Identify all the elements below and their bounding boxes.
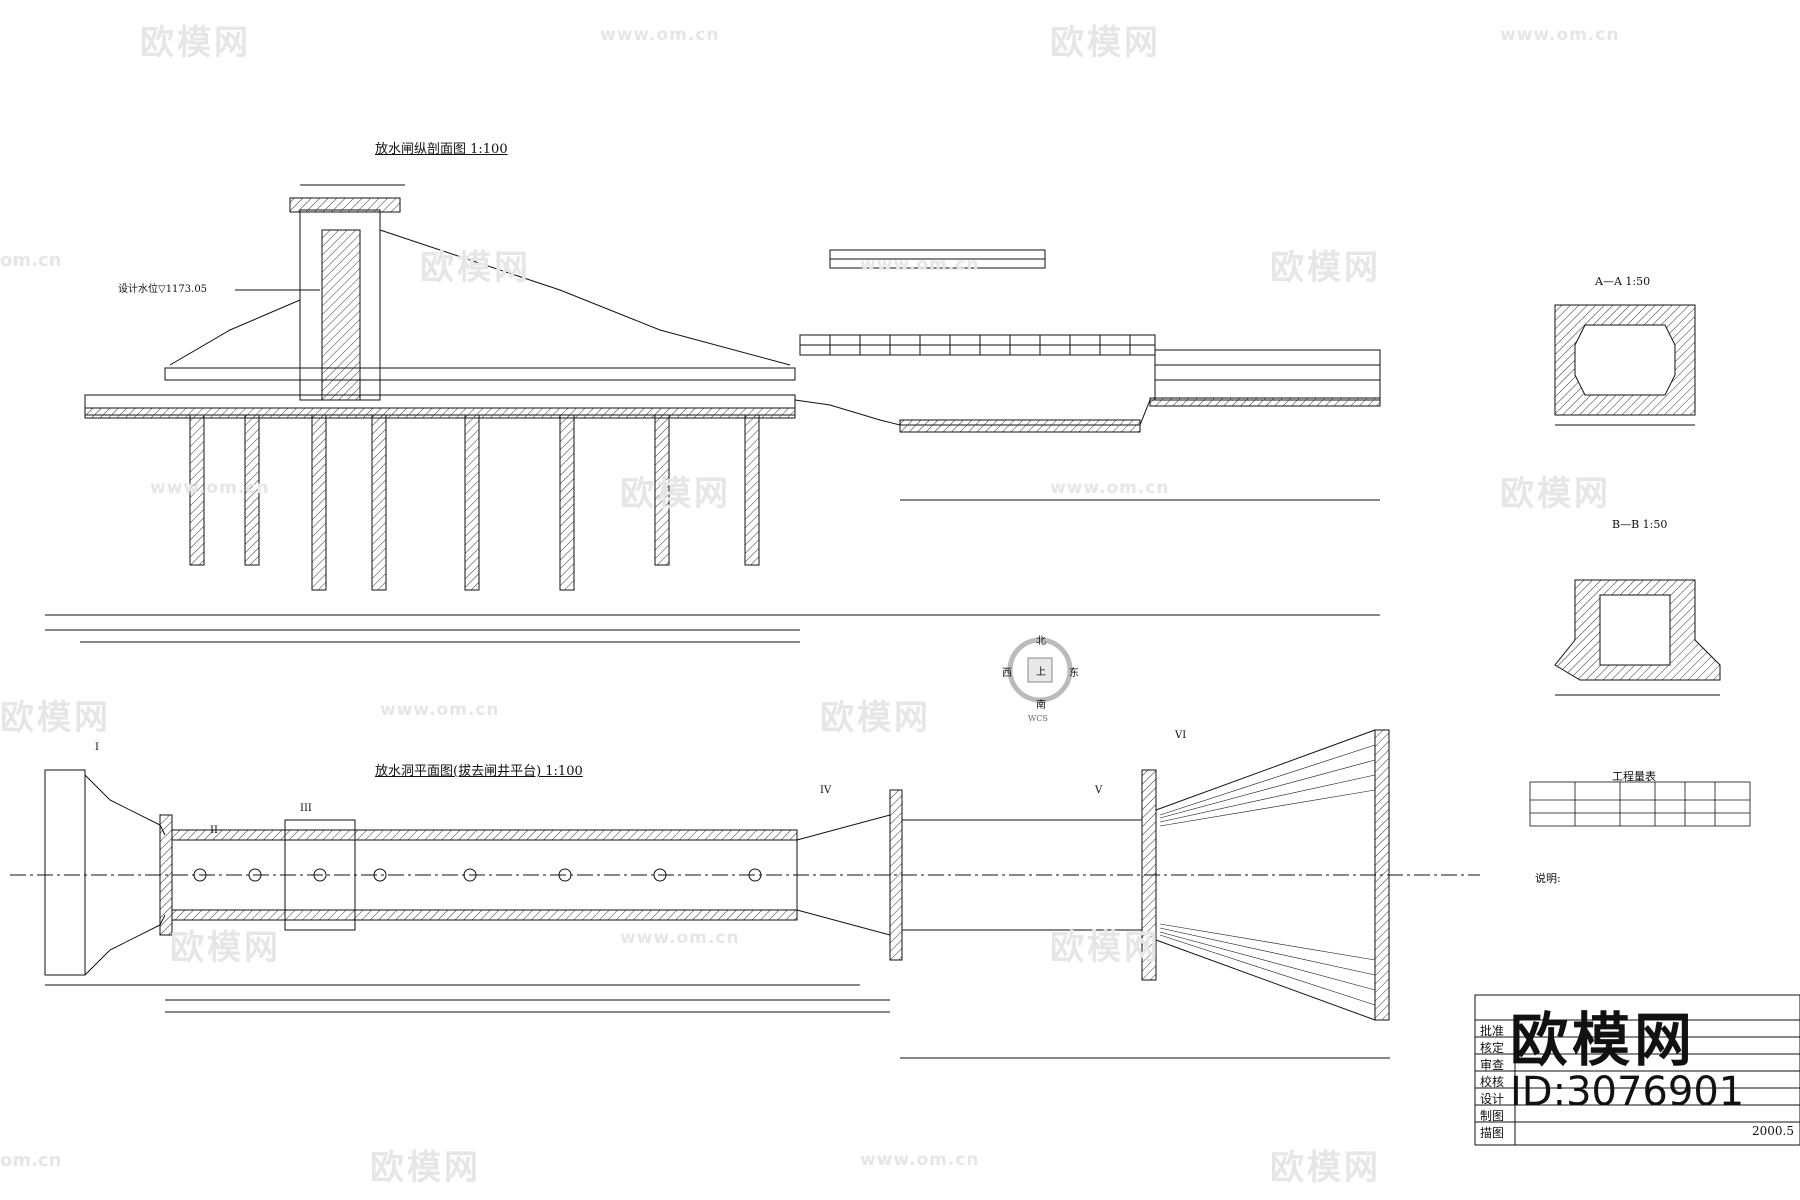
title-block-row: 核定	[1480, 1041, 1505, 1055]
drawing-date: 2000.5	[1752, 1124, 1794, 1138]
piles	[189, 414, 760, 591]
viewcube-face[interactable]: 上	[1036, 667, 1046, 678]
title-block-row: 批准	[1480, 1024, 1505, 1038]
section-bb	[1554, 579, 1721, 696]
title-block-row: 设计	[1480, 1092, 1505, 1106]
compass-north[interactable]: 北	[1036, 636, 1046, 647]
title-block	[1474, 994, 1800, 1146]
wcs-menu[interactable]: WCS	[1028, 714, 1048, 723]
brand-stamp: 欧模网 ID:3076901	[1510, 1010, 1744, 1114]
bridge-railings	[829, 335, 1131, 355]
section-bb-title: B—B 1:50	[1612, 518, 1668, 531]
longitudinal-section	[45, 184, 1381, 643]
longitudinal-section-title: 放水闸纵剖面图 1:100	[375, 142, 508, 157]
gate-shaft	[321, 229, 361, 401]
compass-west[interactable]: 西	[1002, 668, 1012, 679]
compass-icon	[1007, 637, 1073, 703]
compass-east[interactable]: 东	[1069, 668, 1079, 679]
section-aa-title: A—A 1:50	[1595, 275, 1651, 288]
section-marker: II	[210, 825, 218, 836]
section-marker: III	[300, 803, 312, 814]
section-marker: V	[1095, 785, 1103, 796]
section-aa	[1554, 304, 1696, 426]
title-block-row: 描图	[1480, 1126, 1505, 1140]
riprap-lines	[1159, 744, 1376, 1006]
plan-view-title: 放水洞平面图(拔去闸井平台) 1:100	[375, 764, 583, 779]
stamp-brand: 欧模网	[1510, 1006, 1697, 1074]
viewcube-compass[interactable]: 北 南 东 西 上 WCS	[1000, 630, 1080, 723]
section-marker: VI	[1175, 730, 1187, 741]
design-water-level-label: 设计水位▽1173.05	[118, 284, 208, 295]
plan-view	[10, 729, 1480, 1059]
quantities-table	[1529, 781, 1751, 827]
stamp-id: ID:3076901	[1510, 1069, 1745, 1115]
section-marker: I	[95, 742, 99, 753]
title-block-row: 校核	[1480, 1075, 1505, 1089]
title-block-row: 审查	[1480, 1058, 1505, 1072]
title-block-row: 制图	[1480, 1109, 1505, 1123]
pile-circles	[193, 868, 762, 882]
quantities-title: 工程量表	[1612, 770, 1656, 783]
compass-south[interactable]: 南	[1036, 700, 1046, 711]
section-marker: IV	[820, 785, 832, 796]
notes-heading: 说明:	[1535, 872, 1561, 885]
